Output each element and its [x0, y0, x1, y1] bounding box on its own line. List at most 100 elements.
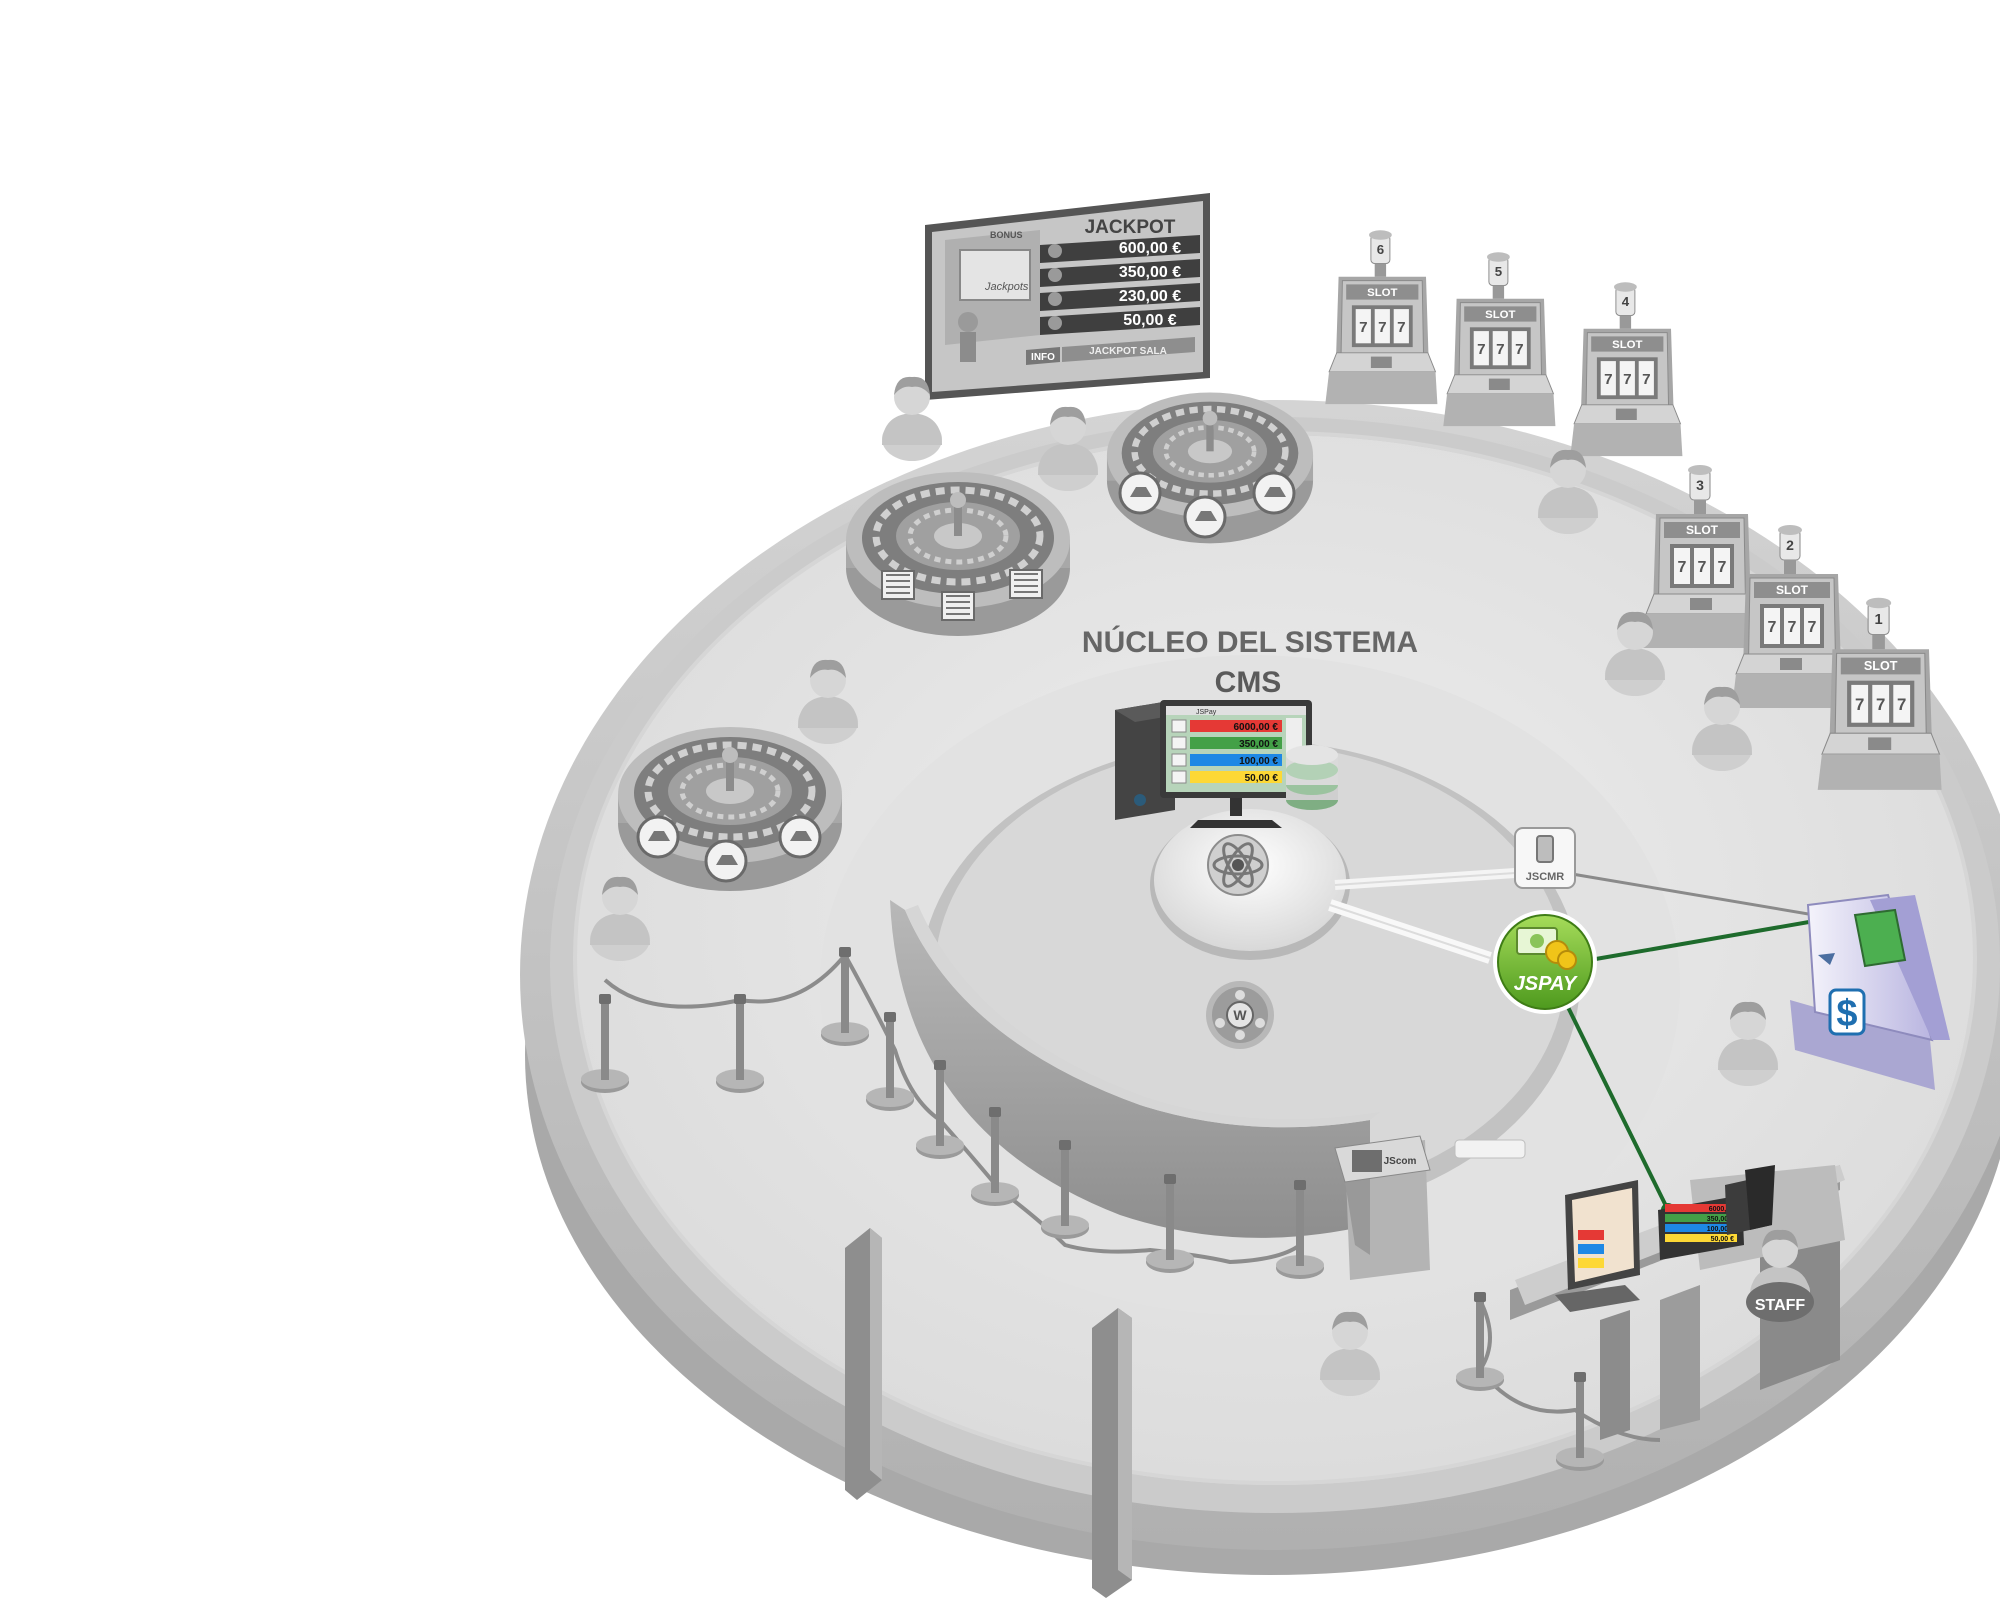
atom-icon	[1207, 834, 1269, 896]
cms-row-amount: 50,00 €	[1245, 773, 1279, 784]
jackpot-level-value: 350,00 €	[1119, 264, 1181, 281]
staff-row-bar	[1665, 1214, 1737, 1222]
queue-barrier	[581, 947, 1661, 1471]
cms-row-bar	[1190, 720, 1282, 732]
atm-machine: $	[1790, 893, 1950, 1090]
kiosk-screen	[1352, 1150, 1382, 1172]
jspay-staff-link	[1560, 994, 1670, 1211]
staff-row-bar	[1665, 1234, 1737, 1242]
jackpot-level-bar	[1040, 307, 1200, 335]
slot-button-panel	[1615, 408, 1637, 420]
web-node-label: W	[1233, 1007, 1247, 1023]
slot-reel: 7	[1768, 619, 1777, 636]
floor-device	[1454, 1139, 1526, 1159]
mascot-icon	[958, 312, 978, 362]
slot-number: 1	[1875, 612, 1883, 628]
staff-row-amount: 350,00 €	[1707, 1216, 1734, 1223]
jackpot-level-value: 50,00 €	[1123, 312, 1176, 329]
cms-screen-rows: 6000,00 €350,00 €100,00 €50,00 €	[1171, 719, 1282, 784]
roulette-table-2	[1107, 392, 1313, 543]
jackpot-logo: Jackpots	[984, 281, 1029, 293]
coin-icon	[1048, 244, 1062, 258]
slot-reel: 7	[1623, 371, 1631, 388]
coin-icon	[1048, 316, 1062, 330]
staff-screen-rows	[1578, 1230, 1604, 1268]
people: STAFF	[590, 376, 1814, 1396]
database-icon	[1286, 745, 1338, 810]
staff-label: STAFF	[1755, 1297, 1806, 1314]
cms-row-bar	[1190, 754, 1282, 766]
jackpot-level-bar	[1040, 235, 1200, 263]
slot-reel: 7	[1515, 341, 1523, 358]
slot-button-panel	[1780, 658, 1802, 670]
self-service-kiosk: JScom	[1334, 1135, 1431, 1280]
jackpot-level-bar	[1040, 283, 1200, 311]
staff-row-bar	[1665, 1204, 1737, 1212]
atm-screen	[1853, 908, 1907, 968]
slot-reel: 7	[1496, 341, 1504, 358]
cms-screen-header: JSPay	[1196, 709, 1217, 716]
jscmr-badge: JSCMR	[1514, 827, 1576, 889]
slot-number: 6	[1377, 242, 1384, 257]
slot-reel: 7	[1808, 619, 1817, 636]
coin-icon	[1048, 268, 1062, 282]
slot-label: SLOT	[1612, 339, 1642, 351]
jspay-badge: JSPAY	[1493, 910, 1597, 1014]
slot-label: SLOT	[1686, 523, 1719, 537]
cms-row-bar	[1190, 737, 1282, 749]
slot-number: 4	[1622, 294, 1630, 309]
slot-label: SLOT	[1864, 659, 1898, 673]
power-icon	[1134, 794, 1146, 806]
slot-number: 3	[1696, 477, 1704, 493]
card-reader-icon	[1536, 835, 1554, 863]
core-title: NÚCLEO DEL SISTEMA	[1082, 625, 1418, 659]
staff-terminal-rows: 6000,00 350,00 € 100,00 € 50,00 €	[1665, 1204, 1737, 1243]
cms-row-amount: 6000,00 €	[1234, 722, 1279, 733]
web-node-icon: W	[1206, 981, 1274, 1049]
slot-reel: 7	[1698, 559, 1707, 576]
jackpot-level-bar	[1040, 259, 1200, 287]
slot-reel: 7	[1397, 319, 1405, 336]
slot-reel: 7	[1788, 619, 1797, 636]
slot-reel: 7	[1477, 341, 1485, 358]
staff-row-amount: 6000,00	[1709, 1206, 1734, 1213]
coin-icon	[1048, 292, 1062, 306]
staff-row-bar	[1665, 1224, 1737, 1232]
slot-reel: 7	[1642, 371, 1650, 388]
staff-row-amount: 100,00 €	[1707, 1226, 1734, 1233]
slot-reel: 7	[1718, 559, 1727, 576]
staff-desk: 6000,00 350,00 € 100,00 € 50,00 €	[1510, 1165, 1845, 1440]
cms-row-chip	[1171, 770, 1187, 784]
jackpot-info-label: INFO	[1031, 352, 1055, 363]
cms-row-amount: 350,00 €	[1239, 739, 1278, 750]
slot-reel: 7	[1897, 695, 1906, 714]
jackpot-footer: JACKPOT SALA	[1089, 346, 1167, 357]
jscmr-label: JSCMR	[1526, 871, 1565, 883]
kiosk-label: JScom	[1384, 1156, 1417, 1167]
cms-row-chip	[1171, 736, 1187, 750]
entrance-pillars	[845, 1228, 1132, 1598]
cms-server: JSPay 6000,00 €350,00 €100,00 €50,00 €	[1115, 700, 1312, 828]
jackpot-title: JACKPOT	[1085, 217, 1176, 238]
slot-label: SLOT	[1367, 287, 1397, 299]
slot-number: 5	[1495, 264, 1503, 279]
jackpot-level-value: 600,00 €	[1119, 240, 1181, 257]
slot-number: 2	[1786, 537, 1794, 553]
slot-reel: 7	[1378, 319, 1386, 336]
slot-reel: 7	[1604, 371, 1612, 388]
slot-reel: 7	[1876, 695, 1885, 714]
jackpot-level-value: 230,00 €	[1119, 288, 1181, 305]
slot-reel: 7	[1855, 695, 1864, 714]
slot-reel: 7	[1678, 559, 1687, 576]
core-subtitle: CMS	[1215, 666, 1282, 699]
slot-button-panel	[1868, 737, 1892, 750]
staff-row-amount: 50,00 €	[1711, 1236, 1734, 1243]
roulette-table-3	[618, 727, 842, 891]
cms-row-chip	[1171, 753, 1187, 767]
